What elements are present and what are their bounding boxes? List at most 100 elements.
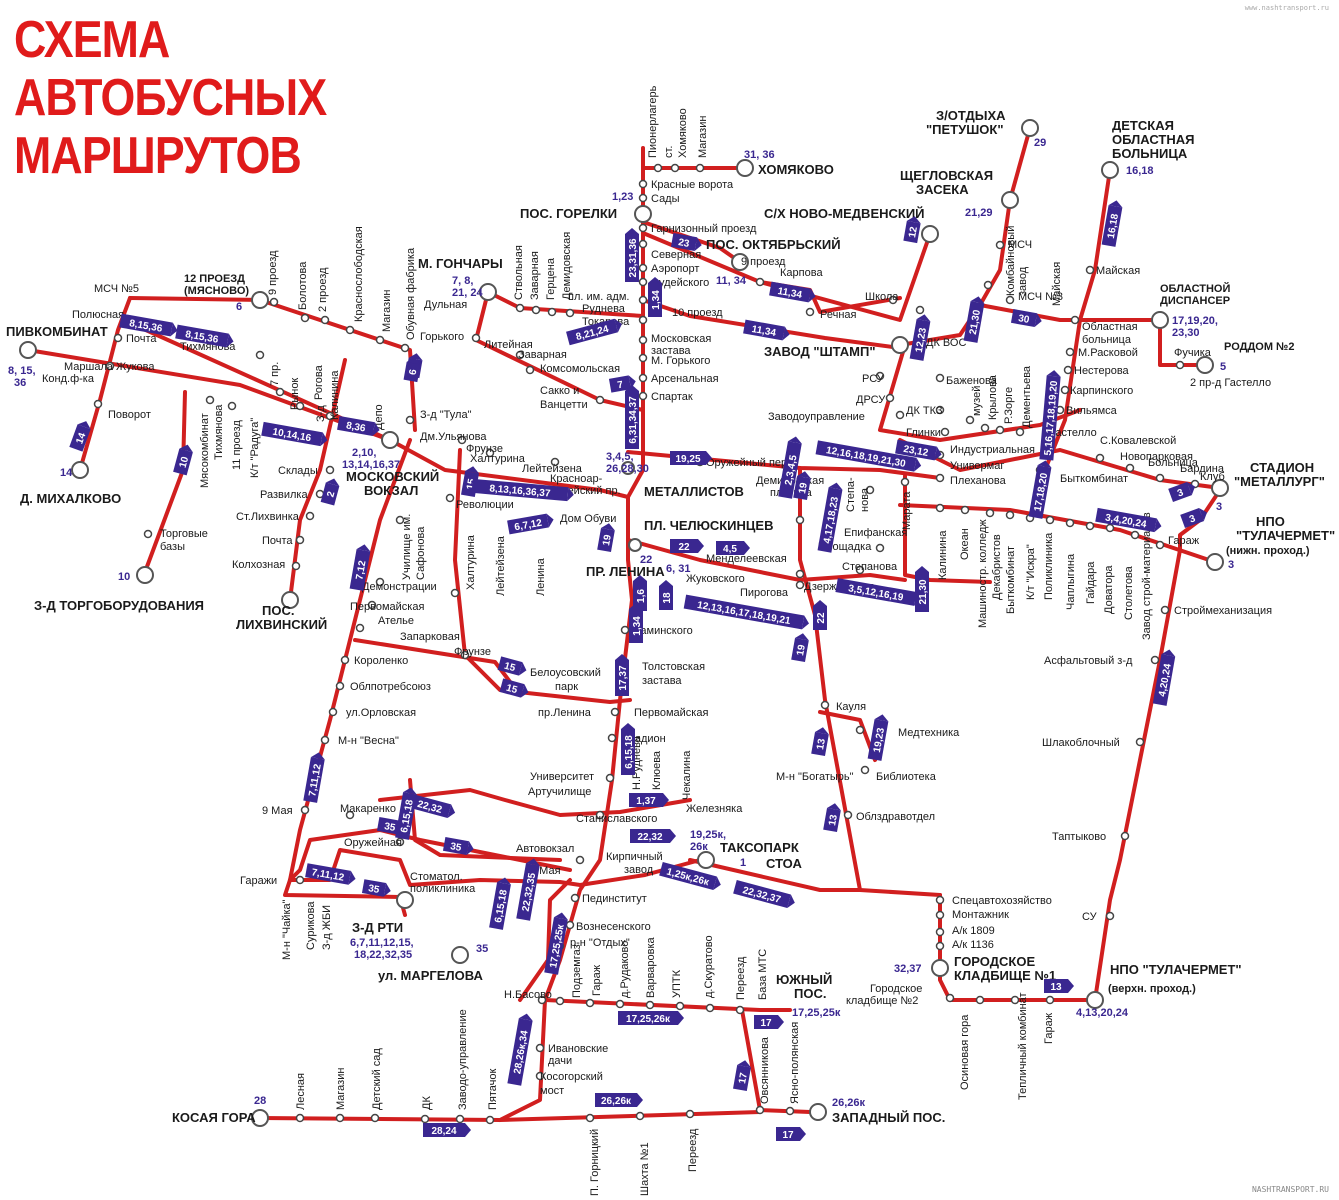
terminal-homyakovo[interactable] xyxy=(736,159,754,177)
terminal-roddom[interactable] xyxy=(1196,356,1214,374)
route-badge-label: 12 xyxy=(907,225,920,238)
stop-label: ул.Орловская xyxy=(346,707,416,719)
terminal-margelova[interactable] xyxy=(451,946,469,964)
route-badge-label: 12,23 xyxy=(914,327,929,354)
terminal-pivkombinat[interactable] xyxy=(19,341,37,359)
route-badge-label: 3 xyxy=(1176,487,1185,499)
stop-label: Майская xyxy=(1051,262,1063,306)
stop-label: МСЧ xyxy=(1008,239,1032,251)
terminal-name-tulachermet-up-2: (верхн. проход.) xyxy=(1108,983,1196,995)
stop-label: Лейтейзена xyxy=(495,535,507,596)
terminal-routes-zapadny: 26,26к xyxy=(832,1097,866,1109)
terminal-lihvinsky[interactable] xyxy=(281,591,299,609)
stop-label: Епифанская xyxy=(844,527,907,539)
stop-label: Гаражи xyxy=(240,875,277,887)
stop-label: Степанова xyxy=(842,561,898,573)
terminal-chelyuskintsev[interactable] xyxy=(628,538,642,552)
stop-markers xyxy=(93,163,1200,1125)
terminal-mihalkovo[interactable] xyxy=(71,461,89,479)
stop-label: 11 проезд xyxy=(231,420,243,470)
terminal-goncharov[interactable] xyxy=(479,283,497,301)
stop-label: А/к 1809 xyxy=(952,925,995,937)
route-badge-label: 23 xyxy=(677,237,690,250)
route-badge-label: 22,32 xyxy=(637,832,662,843)
terminal-routes-taksopark: 19,25к, xyxy=(690,829,726,841)
route-badge-label: 35 xyxy=(449,841,462,854)
stop-label: Магазин xyxy=(697,116,709,158)
terminal-stadion[interactable] xyxy=(1211,479,1229,497)
stop-label: Глинки xyxy=(906,427,941,439)
terminal-rti[interactable] xyxy=(396,891,414,909)
terminal-moskovsky-vokzal[interactable] xyxy=(381,431,399,449)
terminal-kladbische[interactable] xyxy=(931,959,949,977)
stop-label: Индустриальная xyxy=(950,444,1035,456)
route-badge: 1,34 xyxy=(629,603,643,643)
stop-label: Ствольная xyxy=(513,245,525,300)
terminal-dispanser[interactable] xyxy=(1151,311,1169,329)
route-badge-label: 19,23 xyxy=(872,727,887,754)
terminal-novo-medvensky[interactable] xyxy=(921,225,939,243)
terminal-metallistov[interactable] xyxy=(621,461,635,475)
terminal-name-chelyuskintsev: ПЛ. ЧЕЛЮСКИНЦЕВ xyxy=(644,518,773,533)
stop-label: д.Рудаково xyxy=(619,941,631,998)
stop-label: М. Горького xyxy=(651,355,710,367)
terminal-tulachermet-up[interactable] xyxy=(1086,991,1104,1009)
route-badge: 11,34 xyxy=(769,281,816,303)
stop-label: Столетова xyxy=(1123,565,1135,620)
stop-label: Сады xyxy=(651,193,680,205)
terminal-routes-kosaya: 28 xyxy=(254,1095,266,1107)
stop-label: М-н "Чайка" xyxy=(281,899,293,960)
stop-label: Шлакоблочный xyxy=(1042,737,1120,749)
terminal-children-hospital[interactable] xyxy=(1101,161,1119,179)
stop-label: Революции xyxy=(456,499,514,511)
terminal-kosaya-gora[interactable] xyxy=(251,1109,269,1127)
terminal-name-oktyabrsky: ПОС. ОКТЯБРЬСКИЙ xyxy=(706,237,841,252)
route-badge-label: 13 xyxy=(1050,982,1062,993)
terminal-petushok[interactable] xyxy=(1021,119,1039,137)
stop-label: больница xyxy=(1082,334,1132,346)
stop-labels: Красные ворота Сады Гарнизонный проезд С… xyxy=(42,179,1272,1097)
route-badge: 28,26к,34 xyxy=(507,1013,533,1086)
stop-label: Карпова xyxy=(780,267,823,279)
terminal-routes-chelyuskintsev: 22 xyxy=(640,554,652,566)
terminal-name-scheglovskaya-2: ЗАСЕКА xyxy=(916,182,969,197)
stop-label: Дульная xyxy=(424,299,467,311)
terminal-myasnovo[interactable] xyxy=(251,291,269,309)
route-badge: 8,36 xyxy=(337,415,380,437)
stop-label: Стоматол. xyxy=(410,871,463,883)
map-title-line-1: СХЕМА xyxy=(14,11,170,69)
stop-label: Школа xyxy=(865,291,899,303)
terminal-scheglovskaya[interactable] xyxy=(1001,191,1019,209)
stop-label: Заводо-управление xyxy=(457,1009,469,1110)
terminal-gorelki[interactable] xyxy=(634,205,652,223)
route-badge: 12 xyxy=(903,216,921,244)
terminal-routes-children: 16,18 xyxy=(1126,165,1154,177)
stop-label: Красноар- xyxy=(550,473,603,485)
stop-label: Комсомольская xyxy=(540,363,620,375)
stop-label: Заварная xyxy=(518,349,567,361)
route-badge-label: 3 xyxy=(1188,513,1197,525)
terminal-name-stadion-2: "МЕТАЛЛУРГ" xyxy=(1234,474,1325,489)
stop-label: 9 проезд xyxy=(267,250,279,295)
stop-label: Строймеханизация xyxy=(1174,605,1272,617)
route-badge: 6,7,12 xyxy=(507,513,554,535)
terminal-shtamp[interactable] xyxy=(891,336,909,354)
terminal-tulachermet-low[interactable] xyxy=(1206,553,1224,571)
terminal-torgoborud[interactable] xyxy=(136,566,154,584)
stop-label: Р.Зорге xyxy=(1003,387,1015,424)
route-badge-label: 13 xyxy=(827,813,840,826)
route-badge: 35 xyxy=(442,837,474,855)
route-badge: 10 xyxy=(173,444,193,476)
route-badge: 11,34 xyxy=(743,319,790,341)
stop-label: Тепличный комбинат xyxy=(1017,992,1029,1100)
stop-label: завод xyxy=(1017,266,1029,296)
stop-label: Доватора xyxy=(1103,565,1115,614)
terminal-name-tulachermet-low-1: НПО xyxy=(1256,514,1285,529)
stop-label: П. Горницкий xyxy=(589,1129,601,1196)
stop-label: А/к 1136 xyxy=(952,939,994,951)
terminal-oktyabrsky[interactable] xyxy=(731,253,749,271)
terminal-zapadny[interactable] xyxy=(809,1103,827,1121)
terminal-taksopark[interactable] xyxy=(697,851,715,869)
route-badge-label: 10 xyxy=(178,455,192,469)
